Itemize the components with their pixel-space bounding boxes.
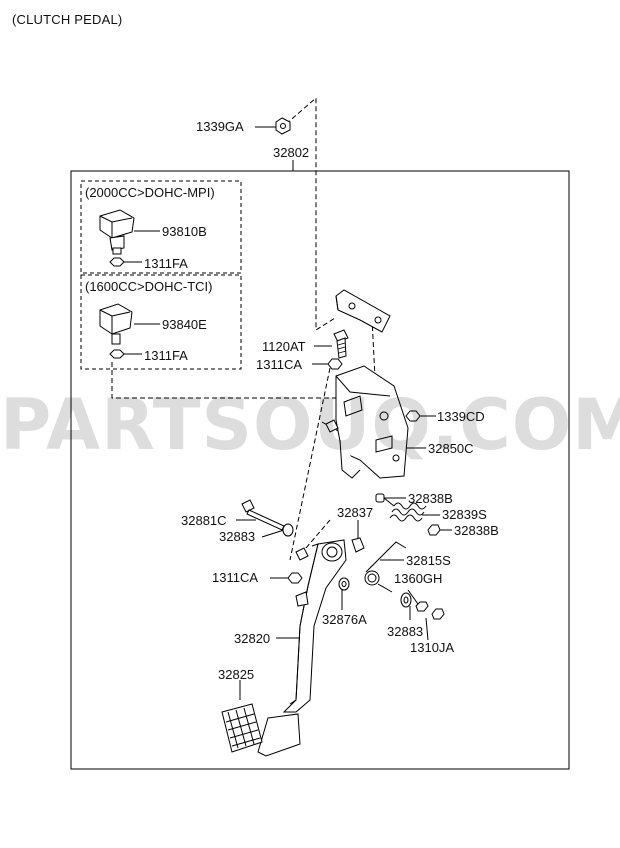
bushing-32883-left bbox=[282, 523, 294, 537]
part-label-32876a[interactable]: 32876A bbox=[322, 612, 367, 627]
stopper-32837 bbox=[351, 537, 365, 553]
part-label-93810b[interactable]: 93810B bbox=[162, 224, 207, 239]
main-frame bbox=[70, 170, 570, 770]
part-label-32837[interactable]: 32837 bbox=[337, 505, 374, 520]
part-label-32850c[interactable]: 32850C bbox=[428, 441, 474, 456]
part-label-1311fa-2[interactable]: 1311FA bbox=[144, 348, 188, 363]
upper-bracket bbox=[335, 289, 391, 333]
pedal-arm-32820 bbox=[282, 539, 347, 713]
switch-93810b bbox=[99, 209, 135, 267]
part-label-1311ca-top[interactable]: 1311CA bbox=[256, 357, 303, 372]
bolt-1120at bbox=[333, 329, 349, 359]
variant-box-2 bbox=[80, 274, 242, 370]
part-label-32820[interactable]: 32820 bbox=[234, 631, 271, 646]
nut-1311ca-top bbox=[327, 358, 343, 370]
part-label-1311fa-1[interactable]: 1311FA bbox=[144, 256, 188, 271]
part-label-1311ca-bottom[interactable]: 1311CA bbox=[212, 570, 259, 585]
page-title: (CLUTCH PEDAL) bbox=[12, 12, 123, 27]
small-parts-right bbox=[400, 592, 445, 620]
part-label-32883-left[interactable]: 32883 bbox=[219, 529, 256, 544]
part-label-32839s[interactable]: 32839S bbox=[442, 507, 487, 522]
part-label-1120at[interactable]: 1120AT bbox=[262, 339, 306, 354]
part-label-32881c[interactable]: 32881C bbox=[181, 513, 227, 528]
part-label-32815s[interactable]: 32815S bbox=[406, 553, 451, 568]
pedal-bracket-32850c bbox=[325, 365, 409, 479]
variant-label-2000cc: (2000CC>DOHC-MPI) bbox=[85, 185, 215, 200]
variant-box-1 bbox=[80, 180, 242, 274]
pedal-pad-32825 bbox=[221, 703, 263, 753]
part-label-1310ja[interactable]: 1310JA bbox=[410, 640, 455, 655]
nut-1339ga bbox=[275, 117, 291, 135]
part-label-32883-right[interactable]: 32883 bbox=[387, 624, 424, 639]
variant-label-1600cc: (1600CC>DOHC-TCI) bbox=[85, 279, 213, 294]
switch-93840e bbox=[99, 303, 133, 359]
part-label-93840e[interactable]: 93840E bbox=[162, 317, 207, 332]
pedal-foot bbox=[257, 713, 301, 757]
spring-assembly bbox=[375, 493, 441, 536]
dashed-leaders bbox=[111, 96, 377, 561]
part-label-1339cd[interactable]: 1339CD bbox=[437, 409, 485, 424]
part-label-1339ga[interactable]: 1339GA bbox=[196, 119, 244, 134]
washer-32876a bbox=[338, 577, 350, 591]
nut-1339cd bbox=[405, 410, 421, 422]
nut-1311ca-bottom bbox=[287, 572, 303, 584]
bolt-32881c bbox=[241, 499, 285, 531]
part-label-32825[interactable]: 32825 bbox=[218, 667, 255, 682]
part-label-32838b-bottom[interactable]: 32838B bbox=[454, 523, 499, 538]
part-label-1360gh[interactable]: 1360GH bbox=[394, 571, 443, 586]
part-label-32838b-top[interactable]: 32838B bbox=[408, 491, 453, 506]
part-label-32802[interactable]: 32802 bbox=[273, 145, 310, 160]
spring-32815s bbox=[364, 541, 407, 593]
leader-lines bbox=[120, 126, 452, 700]
